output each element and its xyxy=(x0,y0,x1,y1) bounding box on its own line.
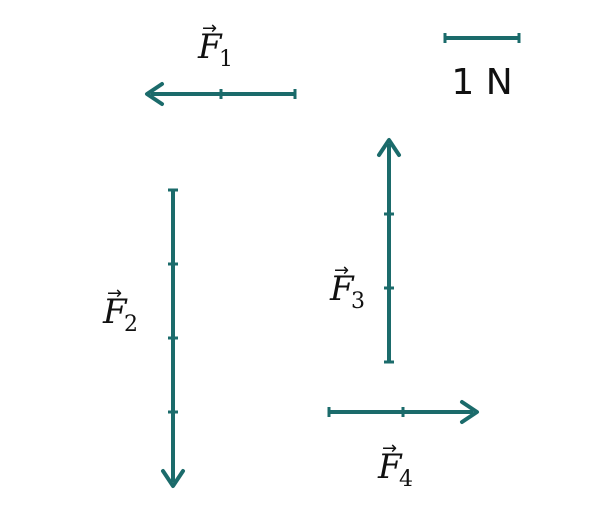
force-label-f4: F→4 xyxy=(377,438,413,492)
force-subscript: 1 xyxy=(219,47,233,72)
force-label-f1: F→1 xyxy=(197,18,233,72)
vector-arrow-glyph: → xyxy=(334,260,349,281)
vector-arrowhead xyxy=(145,82,164,106)
force-symbol: F xyxy=(377,447,403,487)
vector-arrowhead xyxy=(161,469,185,488)
force-label-f2: F→2 xyxy=(102,283,138,337)
force-symbol: F xyxy=(329,269,355,309)
vector-arrow-glyph: → xyxy=(382,438,397,459)
vector-arrow-glyph: → xyxy=(107,283,122,304)
force-label-f3: F→3 xyxy=(329,260,365,314)
force-vectors xyxy=(145,82,479,488)
vector-arrow-glyph: → xyxy=(202,18,217,39)
force-vector-f1 xyxy=(145,82,297,106)
scale-bar: 1 N xyxy=(443,33,521,103)
force-vector-f3 xyxy=(377,138,401,364)
force-vector-f4 xyxy=(327,400,479,424)
vector-arrowhead xyxy=(460,400,479,424)
force-symbol: F xyxy=(102,292,128,332)
force-subscript: 4 xyxy=(399,467,413,492)
force-labels: F→1F→2F→3F→4 xyxy=(102,18,413,492)
force-symbol: F xyxy=(197,27,223,67)
force-subscript: 3 xyxy=(351,289,365,314)
force-subscript: 2 xyxy=(124,312,138,337)
scale-bar-label: 1 N xyxy=(451,62,512,103)
force-vector-f2 xyxy=(161,188,185,488)
vector-arrowhead xyxy=(377,138,401,157)
